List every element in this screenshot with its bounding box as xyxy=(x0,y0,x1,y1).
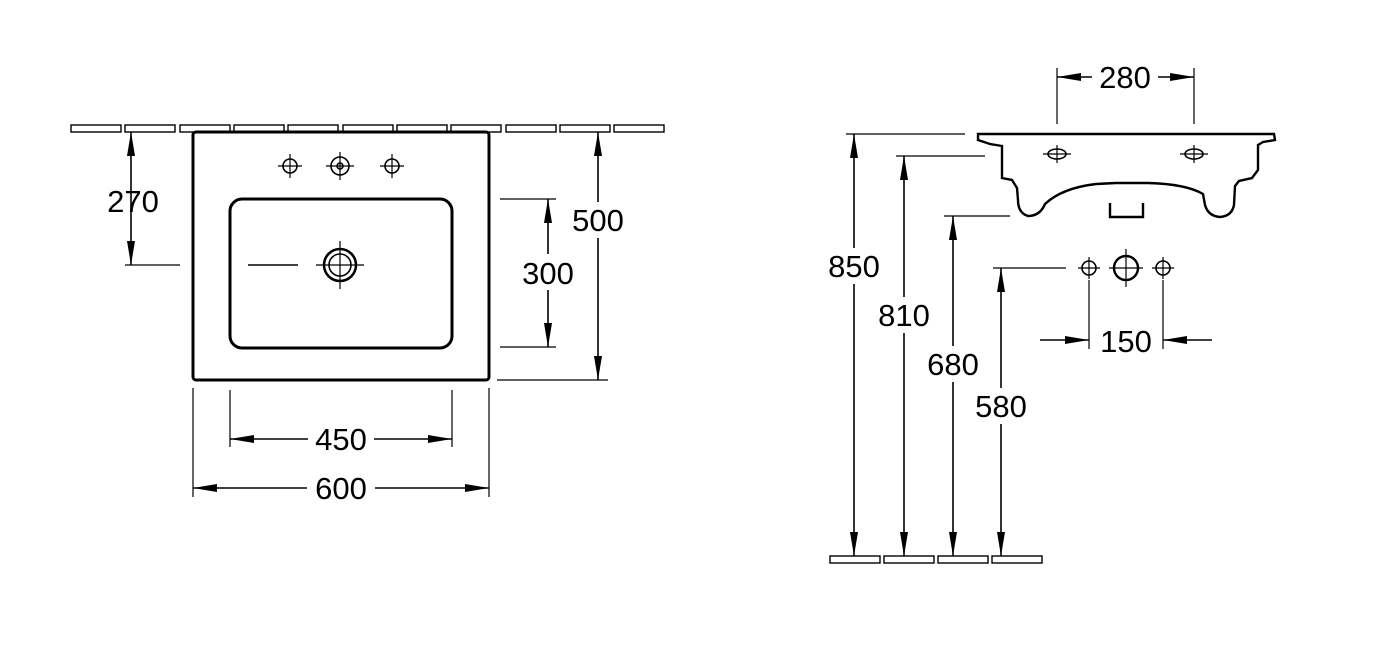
dim-810-label: 810 xyxy=(878,298,930,333)
dim-280-label: 280 xyxy=(1099,60,1151,95)
dim-850-label: 850 xyxy=(828,249,880,284)
dim-150: 150 xyxy=(1040,280,1212,359)
dim-300: 300 xyxy=(500,198,578,348)
dim-280: 280 xyxy=(1056,60,1195,124)
floor-tiles xyxy=(829,555,1043,564)
supply-fitting-left-icon xyxy=(1078,257,1100,279)
wall-tiles xyxy=(70,124,665,133)
dim-810: 810 xyxy=(873,155,985,556)
dim-600-label: 600 xyxy=(315,471,367,506)
dim-150-label: 150 xyxy=(1100,324,1152,359)
dim-450: 450 xyxy=(229,390,453,457)
dim-580-label: 580 xyxy=(975,389,1027,424)
tap-hole-left-icon xyxy=(278,154,302,178)
dim-500-label: 500 xyxy=(572,203,624,238)
dim-580: 580 xyxy=(970,267,1066,556)
waste-fitting-icon xyxy=(1109,249,1143,287)
dim-600: 600 xyxy=(192,388,490,506)
side-view: 280 850 810 680 xyxy=(824,60,1277,564)
tap-hole-center-icon xyxy=(326,152,354,180)
basin-outline xyxy=(191,130,491,382)
dim-850: 850 xyxy=(824,133,965,556)
basin-profile xyxy=(976,132,1277,219)
basin-bowl xyxy=(228,197,454,350)
dim-270: 270 xyxy=(107,132,180,266)
dim-500: 500 xyxy=(497,132,626,381)
dim-270-label: 270 xyxy=(107,184,159,219)
supply-fitting-right-icon xyxy=(1152,257,1174,279)
drain-icon xyxy=(248,241,364,289)
dim-680: 680 xyxy=(922,215,1010,556)
tap-hole-right-icon xyxy=(380,154,404,178)
dim-450-label: 450 xyxy=(315,422,367,457)
dim-300-label: 300 xyxy=(522,256,574,291)
dim-680-label: 680 xyxy=(927,347,979,382)
front-view: 270 500 300 450 xyxy=(70,124,665,506)
